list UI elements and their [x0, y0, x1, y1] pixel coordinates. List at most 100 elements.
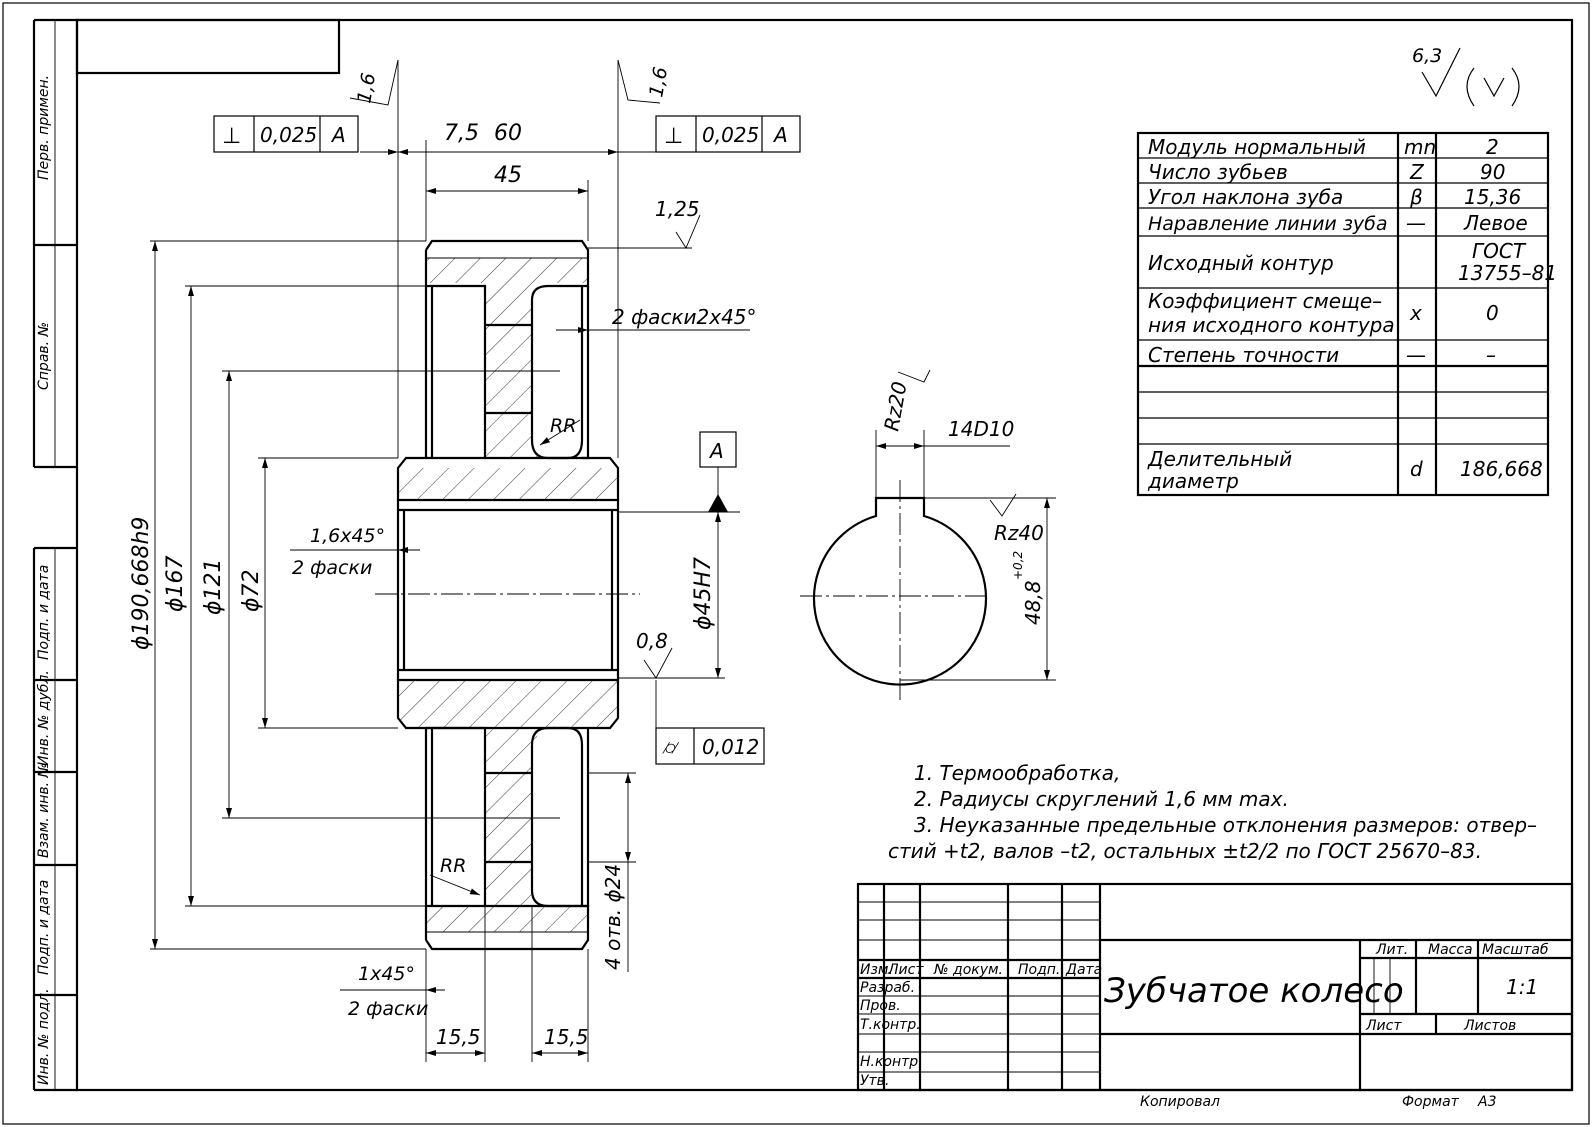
side-label-podp-data-1: Подп. и дата — [36, 565, 52, 660]
param-name-8: Делительный — [1147, 447, 1292, 471]
tol-right-sym: ⊥ — [664, 124, 683, 149]
dia-167: ϕ167 — [163, 555, 188, 612]
tb-utv: Утв. — [860, 1073, 889, 1089]
tb-tkontr: Т.контр. — [860, 1017, 921, 1033]
roughness-0-8: 0,8 — [636, 629, 668, 653]
chamfer-1-6: 1,6x45° — [310, 525, 385, 547]
tb-format-val: A3 — [1477, 1094, 1496, 1110]
technical-notes: 1. Термообработка, 2. Радиусы скруглений… — [888, 761, 1537, 863]
key-rz20: Rz20 — [879, 380, 911, 433]
gear-section-view — [375, 239, 640, 951]
dim-45: 45 — [494, 163, 522, 188]
param-sym-8: d — [1410, 457, 1423, 481]
param-name-4: Наравление линии зуба — [1148, 213, 1388, 235]
dim-15-5-left: 15,5 — [436, 1025, 481, 1049]
dia-45h7: ϕ45H7 — [691, 557, 716, 630]
tb-list: Лист — [887, 962, 924, 978]
key-14d10: 14D10 — [948, 417, 1014, 441]
holes-4-phi24: 4 отв. ϕ24 — [601, 864, 625, 970]
key-rz40: Rz40 — [994, 521, 1044, 545]
tol-right-val: 0,025 — [702, 123, 759, 147]
param-name-2: Число зубьев — [1148, 160, 1288, 184]
side-label-sprav: Справ. № — [36, 322, 52, 390]
param-name-3: Угол наклона зуба — [1148, 185, 1343, 209]
gear-params-table: Модуль нормальный mn 2 Число зубьев Z 90… — [1136, 131, 1557, 497]
tol-right-ref: A — [772, 123, 788, 147]
side-label-inv-podl: Инв. № подл. — [36, 988, 52, 1085]
tb-format: Формат — [1402, 1094, 1460, 1110]
param-name-5: Исходный контур — [1148, 251, 1334, 275]
tol-left-ref: A — [330, 123, 346, 147]
key-tol: +0,2 — [1011, 551, 1025, 580]
tb-scale: 1:1 — [1506, 975, 1538, 999]
param-sym-7: — — [1406, 343, 1426, 367]
side-label-vzam: Взам. инв. № — [36, 763, 52, 858]
param-name-6b: ния исходного контура — [1148, 313, 1395, 337]
key-48-8: 48,8 — [1021, 580, 1045, 625]
note-3: 3. Неуказанные предельные отклонения раз… — [914, 813, 1537, 837]
tol-left-sym: ⊥ — [222, 124, 241, 149]
side-label-perv: Перв. примен. — [36, 75, 52, 180]
hatch-rim-top — [426, 258, 588, 458]
param-name-7: Степень точности — [1148, 343, 1339, 367]
tb-massa: Масса — [1428, 942, 1473, 958]
param-name-8b: диаметр — [1147, 469, 1239, 493]
part-name: Зубчатое колесо — [1104, 971, 1404, 1011]
chamfer-1x45-note: 2 фаски — [348, 998, 428, 1020]
tb-nkontr: Н.контр. — [860, 1054, 923, 1070]
hatch-hub-bottom — [398, 680, 618, 728]
param-val-4: Левое — [1463, 211, 1528, 235]
param-sym-1: mn — [1404, 135, 1436, 159]
title-block: Изм. Лист № докум. Подп. Дата Разраб. Пр… — [856, 882, 1574, 1110]
general-roughness-mark: 6,3 — [1412, 45, 1520, 107]
note-1: 1. Термообработка, — [914, 761, 1120, 785]
tb-lit: Лит. — [1375, 942, 1408, 958]
roughness-top-right: 1,6 — [645, 65, 672, 99]
side-strip: Перв. примен. Справ. № Подп. и дата Инв.… — [32, 18, 77, 1092]
side-label-inv-dubl: Инв. № дубл. — [36, 670, 52, 766]
runout-val: 0,012 — [702, 735, 759, 759]
runout-sym: ⌭ — [662, 735, 680, 759]
tb-listov: Листов — [1463, 1018, 1516, 1034]
general-roughness-val: 6,3 — [1412, 45, 1442, 67]
param-val-5: ГОСТ — [1472, 239, 1527, 263]
note-2: 2. Радиусы скруглений 1,6 мм max. — [914, 787, 1289, 811]
tb-podp: Подп. — [1018, 962, 1060, 978]
roughness-top-left: 1,6 — [353, 71, 380, 105]
param-val-1: 2 — [1486, 135, 1499, 159]
side-label-podp-data-2: Подп. и дата — [36, 880, 52, 975]
param-val-2: 90 — [1480, 160, 1505, 184]
tb-razrab: Разраб. — [860, 980, 915, 996]
param-sym-4: — — [1406, 211, 1426, 235]
param-name-1: Модуль нормальный — [1148, 135, 1366, 159]
param-sym-3: β — [1409, 185, 1423, 209]
hatch-rim-bottom — [426, 728, 588, 932]
tol-left-val: 0,025 — [260, 123, 317, 147]
param-val-8: 186,668 — [1460, 457, 1543, 481]
chamfer-1x45: 1x45° — [358, 963, 415, 985]
param-name-6: Коэффициент смеще– — [1148, 289, 1382, 313]
chamfer-1-6-note: 2 фаски — [292, 557, 372, 579]
tb-masshtab: Масштаб — [1482, 942, 1549, 958]
dia-121: ϕ121 — [201, 558, 226, 615]
keyway-view: 14D10 Rz20 48,8 +0,2 Rz40 — [800, 369, 1056, 700]
dia-72: ϕ72 — [239, 569, 264, 612]
note-4: стий +t2, валов –t2, остальных ±t2/2 по … — [888, 839, 1482, 863]
dim-7-5: 7,5 — [444, 121, 479, 146]
tb-prov: Пров. — [860, 998, 901, 1014]
tb-izm: Изм. — [860, 962, 893, 978]
param-val-7: – — [1486, 343, 1496, 367]
param-sym-6: x — [1409, 301, 1422, 325]
param-sym-2: Z — [1409, 160, 1425, 184]
dim-60: 60 — [494, 121, 522, 146]
dia-190: ϕ190,668h9 — [129, 517, 154, 650]
param-val-3: 15,36 — [1464, 185, 1521, 209]
rr-bottom: RR — [440, 855, 466, 877]
hatch-hub-top — [398, 468, 618, 500]
param-val-6: 0 — [1486, 301, 1499, 325]
chamfer-2x45: 2 фаски2x45° — [612, 305, 757, 329]
tb-data: Дата — [1065, 962, 1102, 978]
dim-15-5-right: 15,5 — [544, 1025, 589, 1049]
tb-list2: Лист — [1365, 1018, 1402, 1034]
